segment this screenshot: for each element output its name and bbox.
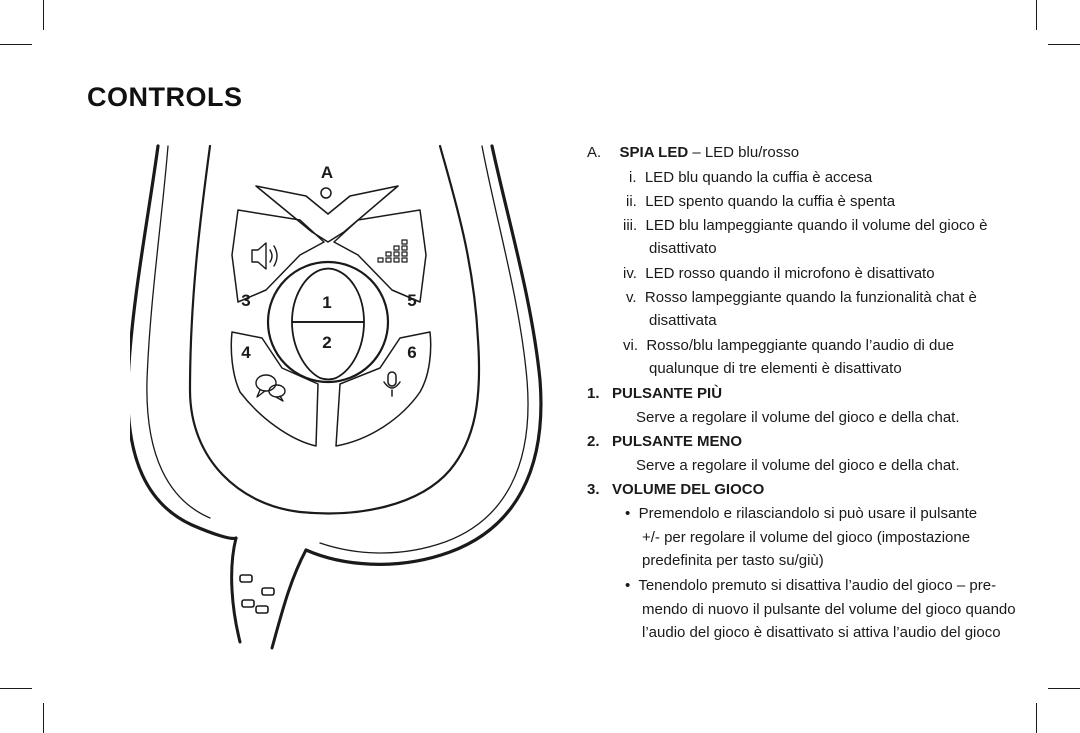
section-1-marker: 1. (587, 385, 600, 402)
device-outer-body (130, 144, 543, 566)
section-2-text: Serve a regolare il volume del gioco e d… (636, 457, 960, 474)
list-item-a-v: v. Rosso lampeggiante quando la funziona… (626, 286, 977, 309)
list-item-a-iii-cont: disattivato (649, 240, 717, 257)
section-1-text: Serve a regolare il volume del gioco e d… (636, 409, 960, 426)
section-3-heading: 3. VOLUME DEL GIOCO (587, 478, 764, 501)
crop-mark-tl-v (43, 0, 44, 30)
section-a-title: SPIA LED (619, 144, 689, 161)
section-2-marker: 2. (587, 433, 600, 450)
crop-mark-br-h (1048, 688, 1080, 689)
section-a-heading: A. SPIA LED – LED blu/rosso (587, 141, 799, 164)
crop-mark-tr-v (1036, 0, 1037, 30)
center-rocker-outer (266, 260, 390, 384)
bullet-1-line1: Premendolo e rilasciandolo si può usare … (638, 505, 978, 522)
section-3-marker: 3. (587, 481, 600, 498)
left-upper-pad (231, 209, 325, 303)
bullet-icon: • (625, 505, 631, 522)
crop-mark-bl-v (43, 703, 44, 733)
section-2-title: PULSANTE MENO (612, 433, 743, 450)
right-upper-pad (333, 209, 427, 303)
callout-3: 3 (241, 291, 250, 310)
callout-6: 6 (407, 343, 416, 362)
list-item-a-i: i. LED blu quando la cuffia è accesa (629, 166, 872, 189)
crop-mark-tr-h (1048, 44, 1080, 45)
callout-2: 2 (322, 333, 331, 352)
microphone-icon (383, 371, 401, 397)
button-minus (291, 321, 365, 381)
speaker-icon (251, 242, 278, 270)
list-item-a-iii: iii. LED blu lampeggiante quando il volu… (623, 214, 987, 237)
list-item-a-vi-cont: qualunque di tre elementi è disattivato (649, 360, 902, 377)
section-2-heading: 2. PULSANTE MENO (587, 430, 742, 453)
section-3-title: VOLUME DEL GIOCO (612, 481, 765, 498)
button-plus (291, 267, 365, 323)
list-text: Rosso/blu lampeggiante quando l’audio di… (646, 337, 955, 354)
volume-bars-icon (377, 239, 408, 263)
list-item-a-v-cont: disattivata (649, 312, 717, 329)
list-marker: v. (626, 289, 637, 306)
cable (230, 536, 308, 650)
list-text: Rosso lampeggiante quando la funzionalit… (644, 289, 977, 306)
list-marker: ii. (626, 193, 637, 210)
list-text: LED rosso quando il microfono è disattiv… (645, 265, 935, 282)
list-item-a-vi: vi. Rosso/blu lampeggiante quando l’audi… (623, 334, 954, 357)
chat-bubbles-icon (255, 374, 286, 402)
controller-diagram: A 1 2 3 4 5 6 (130, 144, 543, 650)
bullet-icon: • (625, 577, 631, 594)
list-item-a-ii: ii. LED spento quando la cuffia è spenta (626, 190, 895, 213)
section-1-heading: 1. PULSANTE PIÙ (587, 382, 722, 405)
right-lower-pad (335, 331, 432, 447)
callout-1: 1 (322, 293, 331, 312)
list-text: LED blu quando la cuffia è accesa (644, 169, 873, 186)
device-inner-panel (188, 144, 481, 515)
list-text: LED spento quando la cuffia è spenta (645, 193, 896, 210)
list-marker: iv. (623, 265, 637, 282)
bullet-1: • Premendolo e rilasciandolo si può usar… (625, 502, 977, 525)
list-marker: iii. (623, 217, 638, 234)
left-lower-pad (230, 331, 319, 447)
callout-4: 4 (241, 343, 251, 362)
list-marker: i. (629, 169, 637, 186)
led-indicator-icon (320, 187, 332, 199)
bullet-2-line2: mendo di nuovo il pulsante del volume de… (642, 601, 1016, 618)
callout-5: 5 (407, 291, 416, 310)
bullet-1-line3: predefinita per tasto su/giù) (642, 552, 824, 569)
crop-mark-br-v (1036, 703, 1037, 733)
list-item-a-iv: iv. LED rosso quando il microfono è disa… (623, 262, 935, 285)
bullet-2-line3: l’audio del gioco è disattivato si attiv… (642, 624, 1001, 641)
crop-mark-bl-h (0, 688, 32, 689)
bullet-2: • Tenendolo premuto si disattiva l’audio… (625, 574, 996, 597)
section-a-marker: A. (587, 144, 602, 161)
section-a-suffix: – LED blu/rosso (688, 144, 800, 161)
crop-mark-tl-h (0, 44, 32, 45)
bullet-2-line1: Tenendolo premuto si disattiva l’audio d… (638, 577, 997, 594)
callout-a: A (321, 163, 333, 182)
page-title: CONTROLS (87, 82, 243, 112)
list-text: LED blu lampeggiante quando il volume de… (645, 217, 988, 234)
list-marker: vi. (623, 337, 638, 354)
section-1-title: PULSANTE PIÙ (612, 385, 723, 402)
chevron-divider (255, 185, 399, 243)
bullet-1-line2: +/- per regolare il volume del gioco (im… (642, 529, 971, 546)
